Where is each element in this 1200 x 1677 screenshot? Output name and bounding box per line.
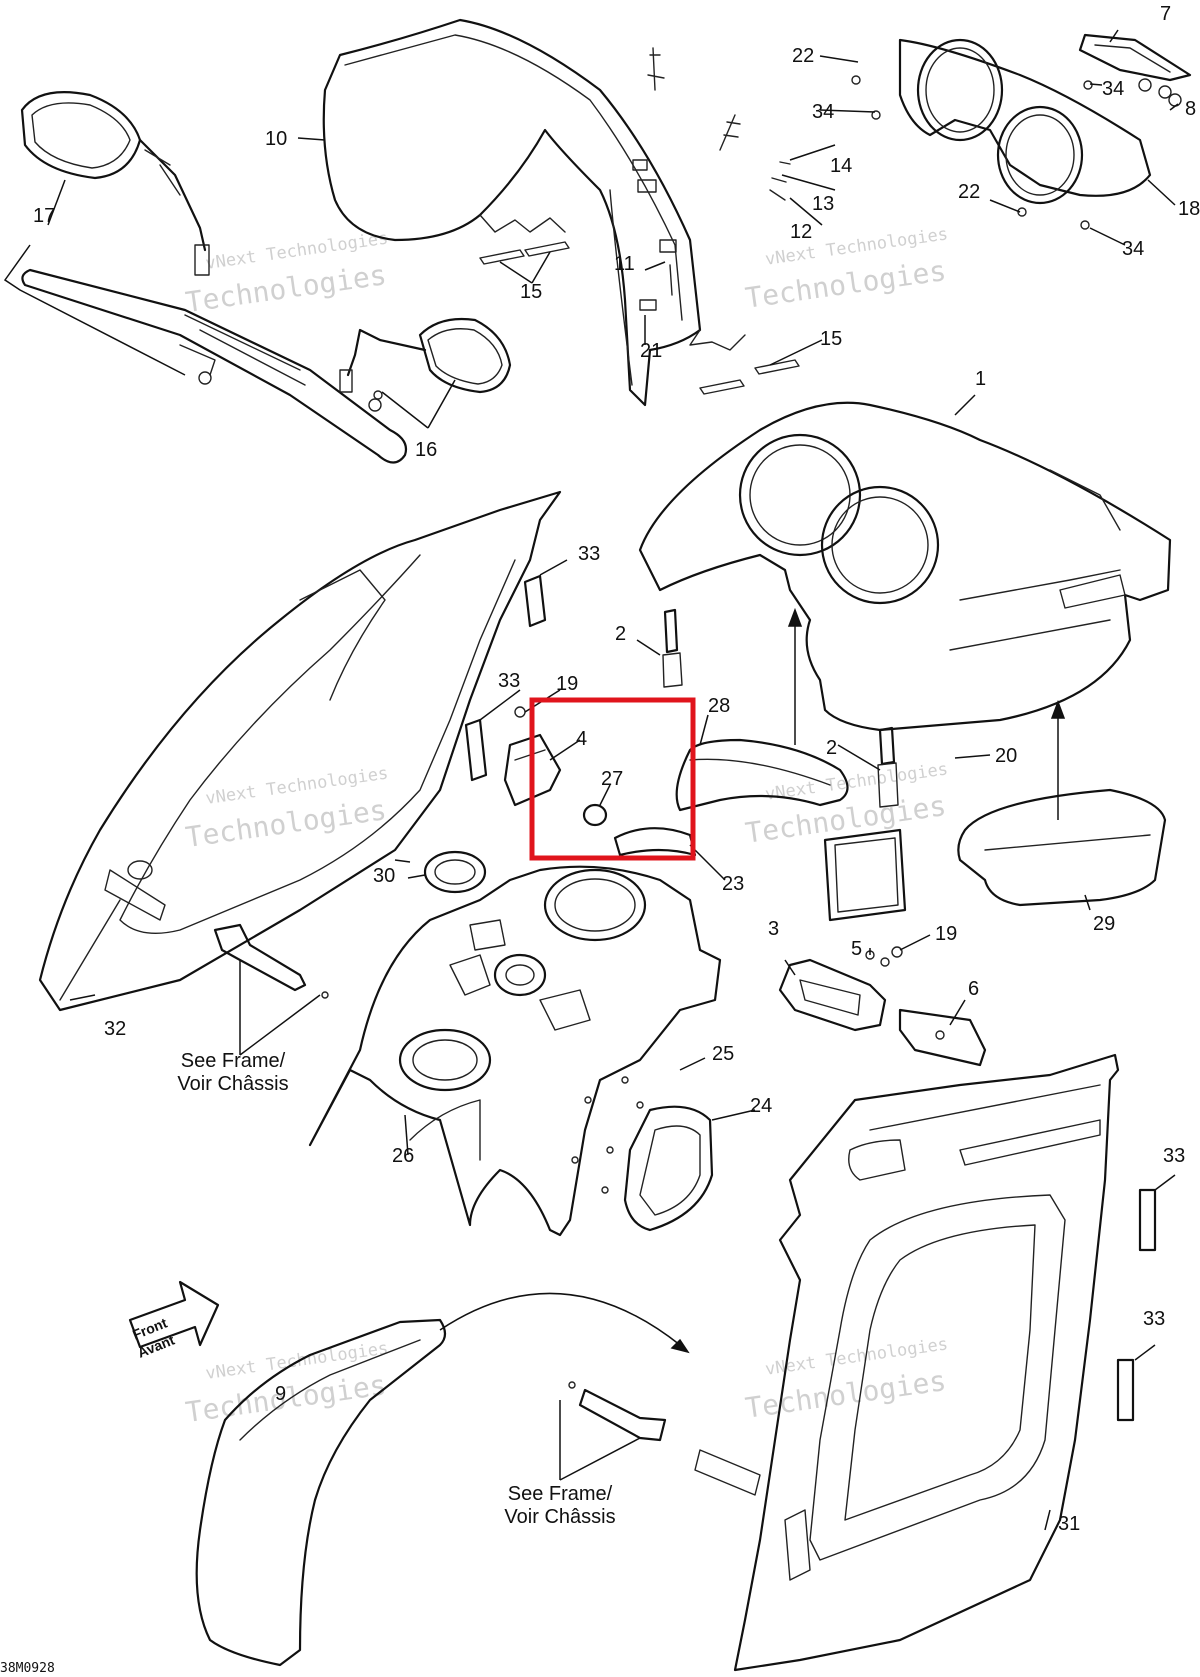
callout-27: 27 <box>601 768 623 790</box>
watermark-bottom-right: vNext Technologies Technologies <box>743 1334 949 1425</box>
screws-part-22-34 <box>851 75 1093 230</box>
callout-7: 7 <box>1160 3 1171 25</box>
see-frame-line1: See Frame/ <box>508 1483 613 1505</box>
callout-labels: 1 2 2 3 4 5 6 7 8 9 10 11 12 13 14 15 15… <box>33 3 1200 1535</box>
cup-holder-part-24 <box>623 1105 714 1232</box>
callout-2b: 2 <box>826 737 837 759</box>
callout-22b: 22 <box>958 181 980 203</box>
callout-4: 4 <box>576 728 587 750</box>
fastener-pin-lower <box>568 1381 667 1442</box>
windshield-part-10 <box>322 18 746 407</box>
bracket-part-2b <box>877 726 899 808</box>
screws-part-25 <box>571 1076 644 1194</box>
center-console-part-26 <box>308 865 722 1237</box>
callout-34b: 34 <box>812 101 834 123</box>
screw-part-19a <box>514 706 526 718</box>
callout-6: 6 <box>968 978 979 1000</box>
callout-18: 18 <box>1178 198 1200 220</box>
callout-33b: 33 <box>498 670 520 692</box>
watermark-bottom-left: vNext Technologies Technologies <box>184 1339 390 1430</box>
callout-13: 13 <box>812 193 834 215</box>
callout-34a: 34 <box>1102 78 1124 100</box>
trim-plate-part-7 <box>1078 33 1192 82</box>
callout-11: 11 <box>614 253 635 275</box>
windshield-hardware <box>632 47 791 311</box>
floor-mat-part-9 <box>195 1318 447 1667</box>
callout-5: 5 <box>851 938 862 960</box>
see-frame-line2: Voir Châssis <box>504 1506 615 1528</box>
callout-9: 9 <box>275 1383 286 1405</box>
watermark-group: vNext Technologies Technologies vNext Te… <box>184 224 950 1430</box>
callout-1: 1 <box>975 368 986 390</box>
callout-31: 31 <box>1058 1513 1080 1535</box>
watermark-top-right: vNext Technologies Technologies <box>743 224 949 315</box>
callout-22a: 22 <box>792 45 814 67</box>
see-frame-line1: See Frame/ <box>181 1050 286 1072</box>
see-frame-note-bottom: See Frame/ Voir Châssis <box>504 1483 615 1528</box>
watermark-mid-left: vNext Technologies Technologies <box>184 764 390 855</box>
callout-3: 3 <box>768 918 779 940</box>
diagram-code: 38M0928 <box>0 1661 55 1676</box>
callout-15a: 15 <box>520 281 542 303</box>
fastener-pin-upper <box>213 923 329 999</box>
callout-19b: 19 <box>935 923 957 945</box>
right-mirror <box>339 317 512 394</box>
front-direction-arrow: Front Avant <box>128 1280 220 1361</box>
reflector-part-33d <box>1116 1358 1135 1422</box>
callout-30: 30 <box>373 865 395 887</box>
left-mirror-part-17 <box>20 91 210 276</box>
bracket-part-3 <box>778 958 887 1032</box>
callout-16: 16 <box>415 439 437 461</box>
storage-cover <box>823 828 907 922</box>
callout-29: 29 <box>1093 913 1115 935</box>
callout-33c: 33 <box>1163 1145 1185 1167</box>
callout-2a: 2 <box>615 623 626 645</box>
fascia-part-1 <box>638 401 1172 732</box>
reflector-part-33c <box>1138 1188 1157 1252</box>
trim-strip-part-15 <box>479 241 800 395</box>
handlebar-part-16 <box>21 268 408 464</box>
grommet-part-27 <box>582 803 608 827</box>
callout-34c: 34 <box>1122 238 1144 260</box>
pad-part-29 <box>957 788 1167 907</box>
reflector-part-33a <box>523 574 547 628</box>
callout-19a: 19 <box>556 673 578 695</box>
callout-24: 24 <box>750 1095 772 1117</box>
bracket-part-2a <box>662 608 683 688</box>
callout-10: 10 <box>265 128 287 150</box>
callout-14: 14 <box>830 155 852 177</box>
callout-17: 17 <box>33 205 55 227</box>
highlight-box <box>529 697 696 861</box>
left-side-panel-part-32 <box>38 490 562 1012</box>
console-trim-part-28 <box>675 738 849 812</box>
assembly-arrows <box>439 607 1066 1354</box>
see-frame-line2: Voir Châssis <box>177 1073 288 1095</box>
callout-12: 12 <box>790 221 812 243</box>
plate-part-6 <box>898 1008 987 1067</box>
fasteners-part-5-19b <box>865 946 903 967</box>
right-side-panel-part-31 <box>694 1053 1120 1672</box>
leader-lines <box>3 29 1179 1531</box>
trim-part-23 <box>613 827 697 857</box>
see-frame-note-left: See Frame/ Voir Châssis <box>177 1050 288 1095</box>
callout-25: 25 <box>712 1043 734 1065</box>
gauge-bezel-part-18 <box>898 38 1152 205</box>
callout-33d: 33 <box>1143 1308 1165 1330</box>
fasteners-part-8 <box>1138 78 1182 107</box>
callout-20: 20 <box>995 745 1017 767</box>
reflector-part-33b <box>464 718 488 782</box>
callout-33a: 33 <box>578 543 600 565</box>
callout-26: 26 <box>392 1145 414 1167</box>
callout-8: 8 <box>1185 98 1196 120</box>
callout-23: 23 <box>722 873 744 895</box>
callout-15b: 15 <box>820 328 842 350</box>
grommet-ring-part-30 <box>423 850 487 894</box>
callout-28: 28 <box>708 695 730 717</box>
callout-32: 32 <box>104 1018 126 1040</box>
watermark-top-left: vNext Technologies Technologies <box>184 229 390 320</box>
callout-21: 21 <box>640 340 662 362</box>
